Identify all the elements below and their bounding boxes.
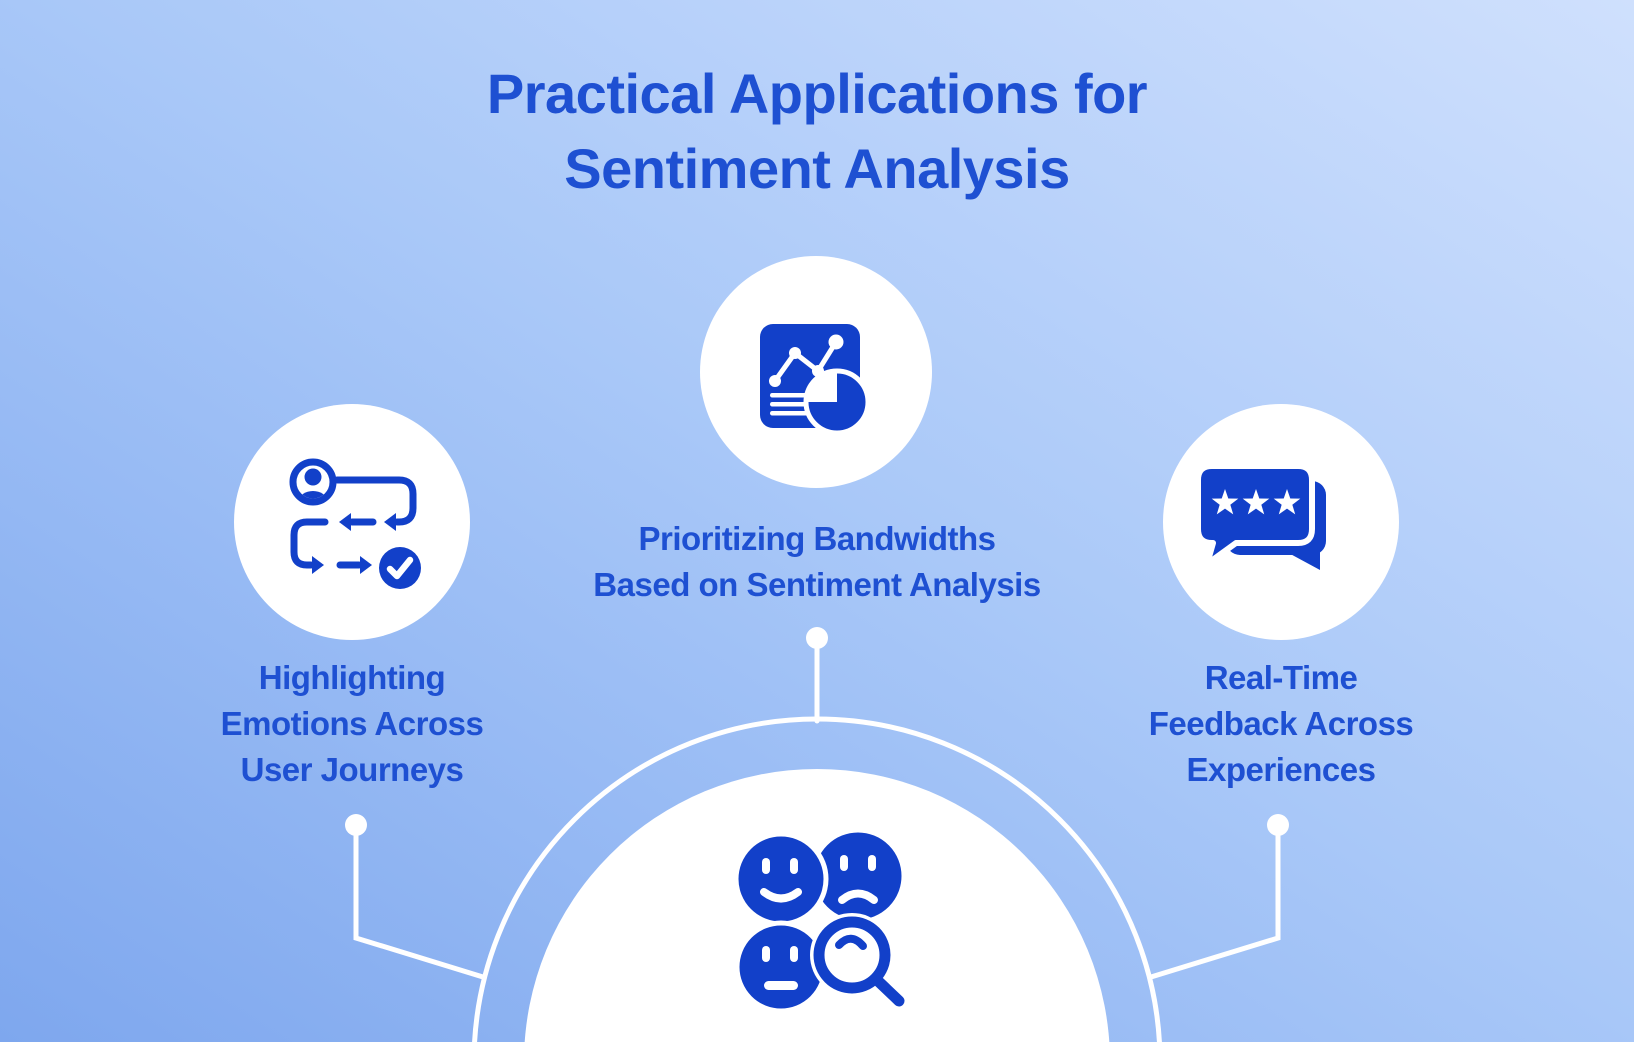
pie-wedge	[808, 373, 837, 402]
avatar-shoulders	[299, 491, 327, 499]
branch-label-bandwidths: Prioritizing Bandwidths Based on Sentime…	[593, 520, 1041, 603]
connector-line-right	[1148, 833, 1281, 980]
connector-dot-right	[1267, 814, 1289, 836]
branch-label-user-journeys: Highlighting Emotions Across User Journe…	[220, 659, 484, 788]
happy-face	[733, 831, 829, 927]
gap-diamond	[805, 908, 825, 928]
avatar-ring	[289, 458, 337, 506]
avatar-head	[304, 468, 322, 486]
connector-line-left	[353, 833, 486, 980]
connector-dot-left	[345, 814, 367, 836]
connectors	[345, 627, 1289, 980]
trend-line	[772, 340, 839, 383]
trend-dot	[828, 334, 844, 350]
report-text-line	[770, 393, 812, 398]
trend-dot	[769, 375, 781, 387]
analytics-report-icon	[760, 324, 871, 436]
page-title: Practical Applications for Sentiment Ana…	[486, 62, 1148, 200]
branch-label-feedback: Real-Time Feedback Across Experiences	[1148, 659, 1414, 788]
arrowhead-left-1	[384, 513, 396, 531]
user-journey-icon	[289, 458, 421, 589]
arrowhead-right-2	[360, 556, 372, 574]
arrowhead-right-1	[312, 556, 324, 574]
sentiment-faces-magnifier-icon	[733, 827, 907, 1014]
review-chat-icon	[1195, 463, 1326, 570]
journey-path-top	[333, 476, 417, 526]
front-chat-bubble	[1195, 463, 1315, 567]
focal-ring	[472, 716, 1162, 1042]
journey-path-left	[290, 518, 329, 569]
magnifier-icon	[810, 913, 905, 1007]
check-mark	[386, 556, 414, 580]
trend-dot	[789, 347, 801, 359]
arrowhead-left-2	[339, 513, 351, 531]
connector-dot-center	[806, 627, 828, 649]
